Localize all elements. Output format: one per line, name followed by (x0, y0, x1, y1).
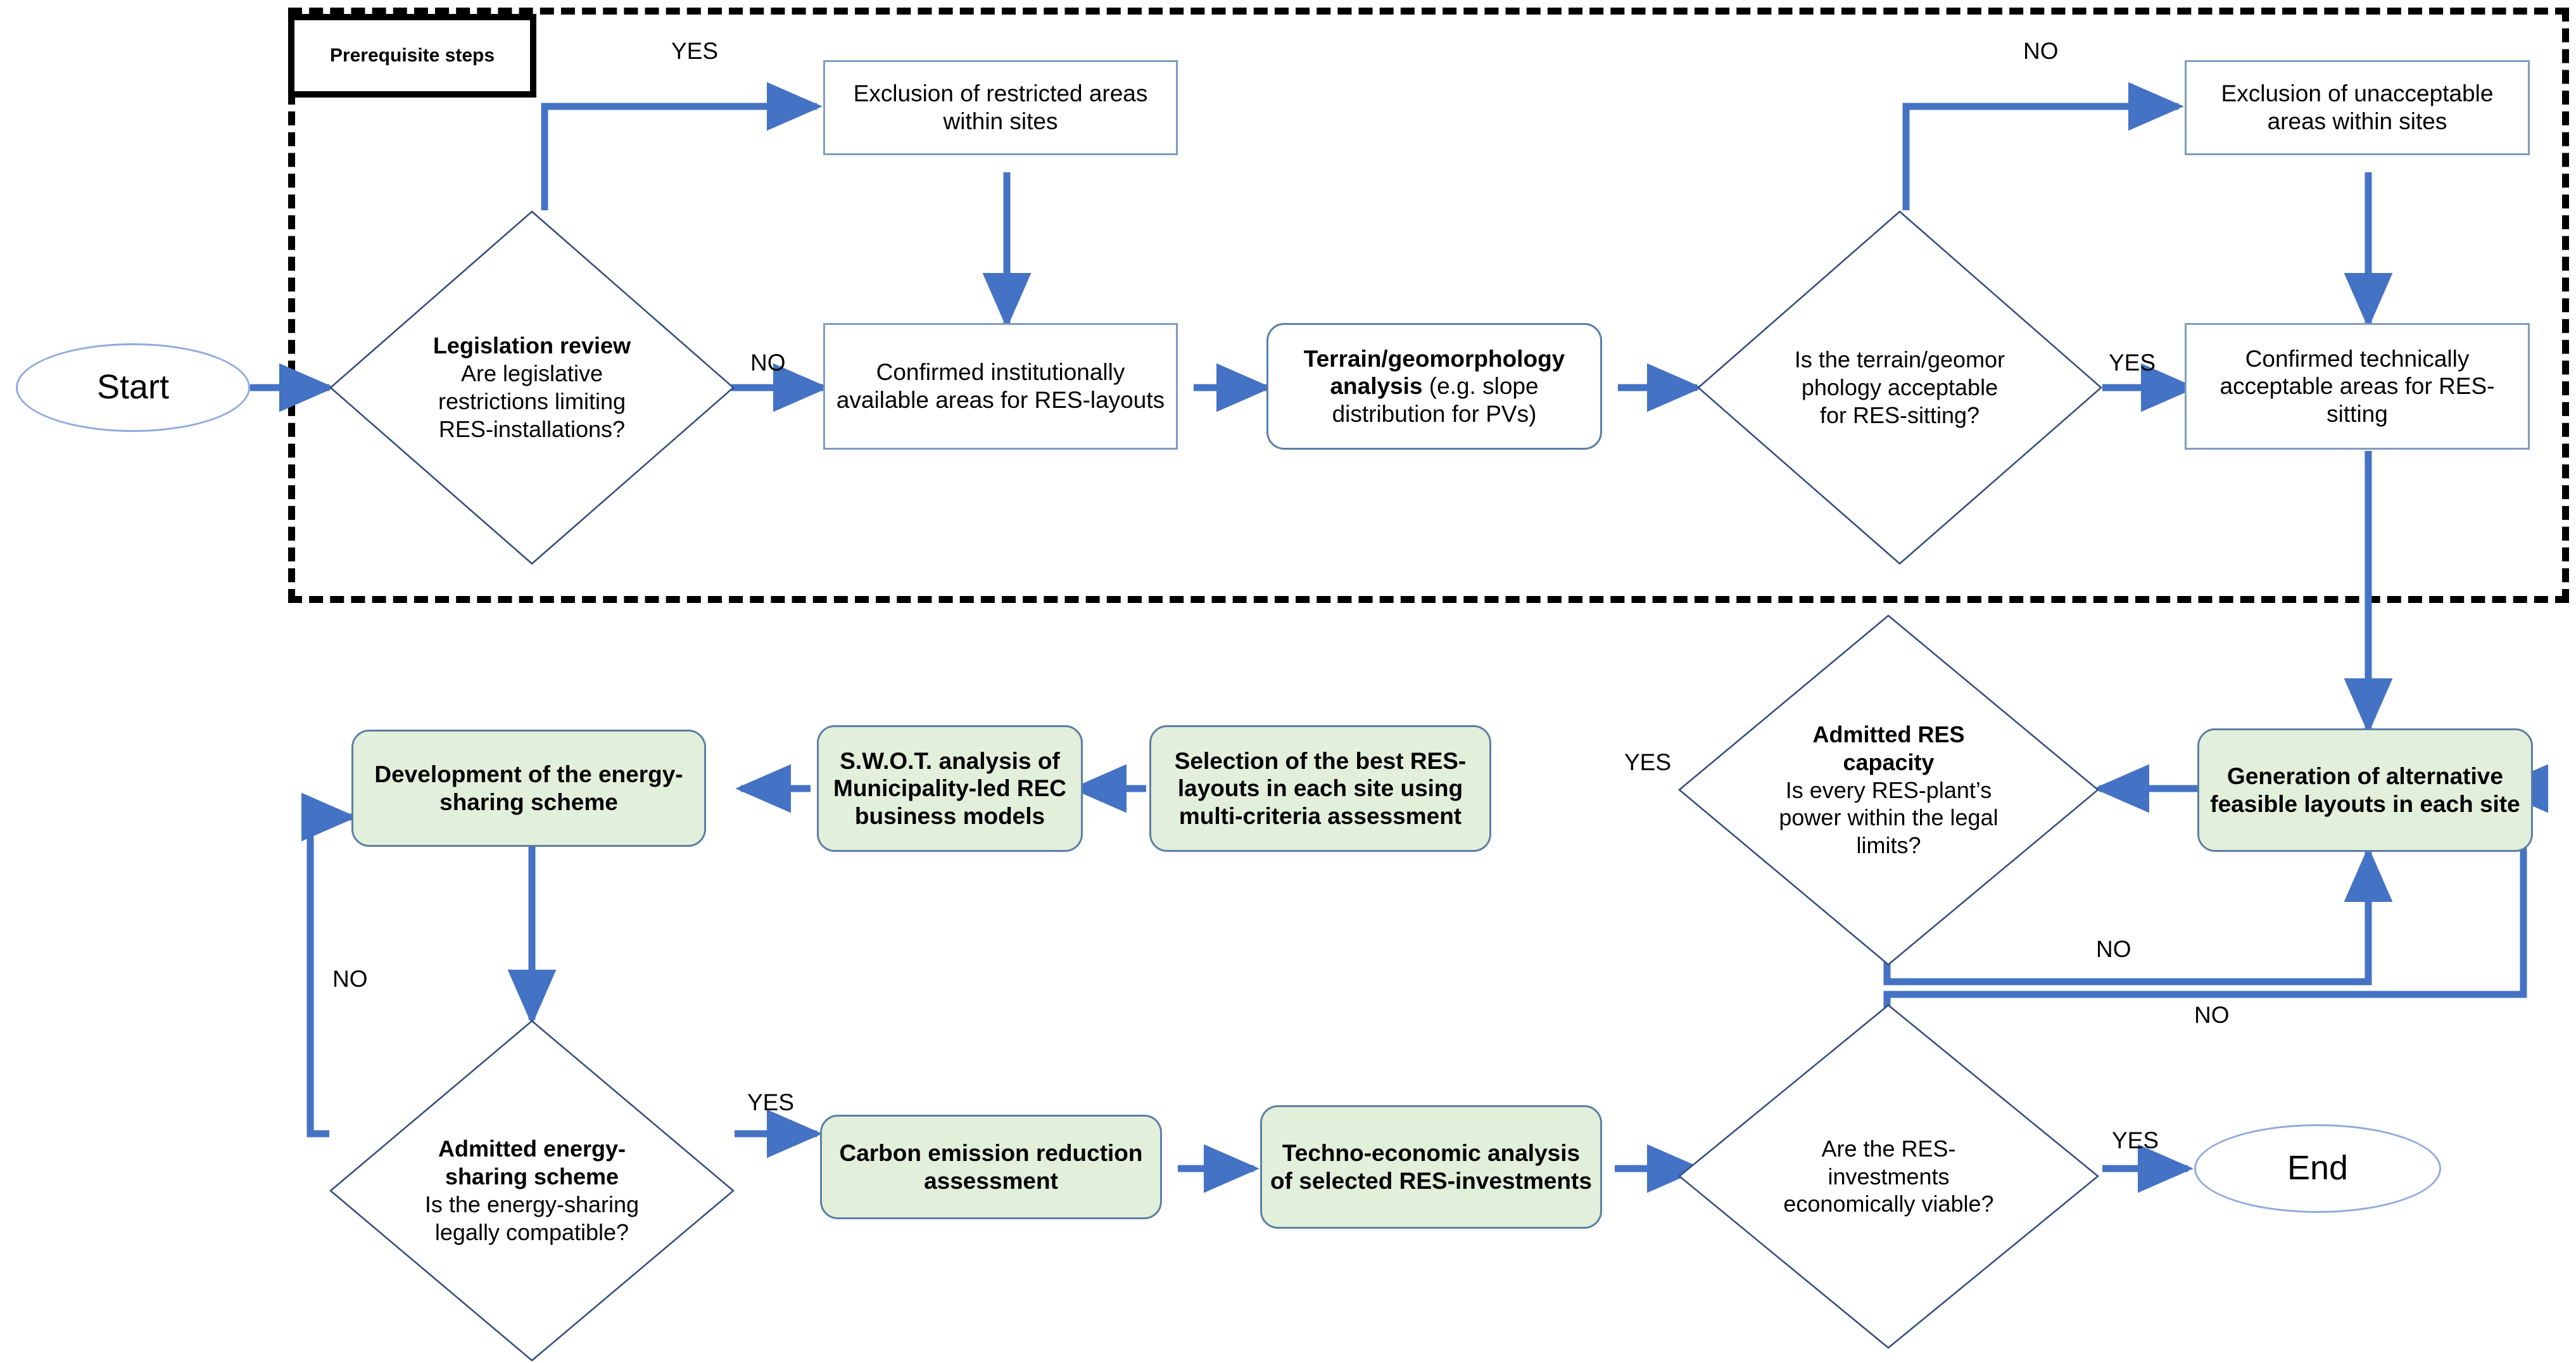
start-node[interactable]: Start (16, 343, 250, 432)
swot-analysis-label: S.W.O.T. analysis of Municipality-led RE… (833, 747, 1066, 829)
diamond-shape (329, 210, 735, 565)
admitted-energy-sharing-decision[interactable]: Admitted energy-sharing scheme Is the en… (329, 1020, 735, 1362)
res-investments-viable-decision[interactable]: Are the RES-investments economically via… (1678, 1004, 2099, 1349)
terrain-analysis-text: Terrain/geomorphology analysis (e.g. slo… (1268, 343, 1600, 431)
end-node[interactable]: End (2194, 1124, 2441, 1213)
edge-label-energy-sharing-no: NO (332, 966, 368, 992)
terrain-analysis-heading: Terrain/geomorphology analysis (1303, 345, 1565, 400)
development-scheme-label: Development of the energy-sharing scheme (374, 761, 683, 815)
selection-best-layouts-box[interactable]: Selection of the best RES-layouts in eac… (1149, 725, 1491, 852)
prerequisite-steps-group (288, 8, 2569, 603)
edge-label-legislation-no: NO (750, 350, 786, 376)
start-node-label: Start (96, 368, 170, 407)
diamond-shape (1678, 1004, 2099, 1349)
techno-economic-box[interactable]: Techno-economic analysis of selected RES… (1260, 1105, 1602, 1229)
generation-layouts-box[interactable]: Generation of alternative feasible layou… (2197, 728, 2533, 852)
edge-label-terrain-yes: YES (2109, 350, 2156, 376)
edge-label-energy-sharing-yes: YES (747, 1089, 795, 1115)
admitted-res-capacity-heading: Admitted RES capacity (1812, 721, 1965, 775)
admitted-energy-sharing-text: Admitted energy-sharing scheme Is the en… (419, 1135, 645, 1246)
edge-label-viable-yes: YES (2112, 1127, 2159, 1153)
confirmed-technical-areas-box[interactable]: Confirmed technically acceptable areas f… (2185, 323, 2530, 450)
terrain-analysis-rest: (e.g. slope distribution for PVs) (1332, 373, 1539, 427)
carbon-emission-label: Carbon emission reduction assessment (839, 1139, 1143, 1194)
confirmed-institutional-areas-label: Confirmed institutionally available area… (836, 359, 1165, 413)
admitted-energy-sharing-question: Is the energy-sharing legally compatible… (424, 1191, 640, 1245)
admitted-energy-sharing-heading: Admitted energy-sharing scheme (438, 1136, 626, 1190)
prerequisite-steps-label-box: Prerequisite steps (288, 14, 536, 98)
exclusion-restricted-areas-label: Exclusion of restricted areas within sit… (853, 80, 1148, 134)
diamond-shape (1678, 614, 2099, 966)
legislation-review-question: Are legislative restrictions limiting RE… (438, 360, 626, 442)
edge-label-legislation-yes: YES (671, 38, 719, 64)
exclusion-unacceptable-areas-box[interactable]: Exclusion of unacceptable areas within s… (2185, 60, 2530, 155)
carbon-emission-box[interactable]: Carbon emission reduction assessment (820, 1115, 1162, 1219)
selection-best-layouts-label: Selection of the best RES-layouts in eac… (1174, 747, 1467, 829)
exclusion-restricted-areas-box[interactable]: Exclusion of restricted areas within sit… (823, 60, 1178, 155)
terrain-acceptability-question: Is the terrain/geomor phology acceptable… (1794, 346, 2005, 428)
development-scheme-box[interactable]: Development of the energy-sharing scheme (351, 730, 706, 847)
res-investments-viable-question: Are the RES-investments economically via… (1783, 1135, 1994, 1217)
diamond-shape (1697, 210, 2102, 565)
exclusion-unacceptable-areas-label: Exclusion of unacceptable areas within s… (2221, 80, 2494, 134)
diamond-shape (329, 1020, 735, 1362)
legislation-review-text: Legislation review Are legislative restr… (419, 332, 645, 443)
admitted-res-capacity-text: Admitted RES capacity Is every RES-plant… (1771, 721, 2006, 860)
legislation-review-heading: Legislation review (432, 333, 631, 359)
admitted-res-capacity-question: Is every RES-plant’s power within the le… (1779, 777, 1998, 859)
prerequisite-steps-label: Prerequisite steps (329, 45, 495, 66)
terrain-analysis-box[interactable]: Terrain/geomorphology analysis (e.g. slo… (1266, 323, 1602, 450)
confirmed-institutional-areas-box[interactable]: Confirmed institutionally available area… (823, 323, 1178, 450)
generation-layouts-label: Generation of alternative feasible layou… (2210, 763, 2520, 817)
confirmed-technical-areas-label: Confirmed technically acceptable areas f… (2219, 345, 2495, 427)
edge-label-viable-no: NO (2194, 1002, 2230, 1028)
edge-label-capacity-yes: YES (1624, 749, 1672, 775)
edge-label-capacity-no: NO (2096, 936, 2131, 962)
admitted-res-capacity-decision[interactable]: Admitted RES capacity Is every RES-plant… (1678, 614, 2099, 966)
legislation-review-decision[interactable]: Legislation review Are legislative restr… (329, 210, 735, 565)
swot-analysis-box[interactable]: S.W.O.T. analysis of Municipality-led RE… (817, 725, 1083, 852)
techno-economic-label: Techno-economic analysis of selected RES… (1270, 1139, 1592, 1194)
end-node-label: End (2287, 1149, 2349, 1188)
edge-label-terrain-no: NO (2023, 38, 2059, 64)
terrain-acceptability-decision[interactable]: Is the terrain/geomor phology acceptable… (1697, 210, 2102, 565)
